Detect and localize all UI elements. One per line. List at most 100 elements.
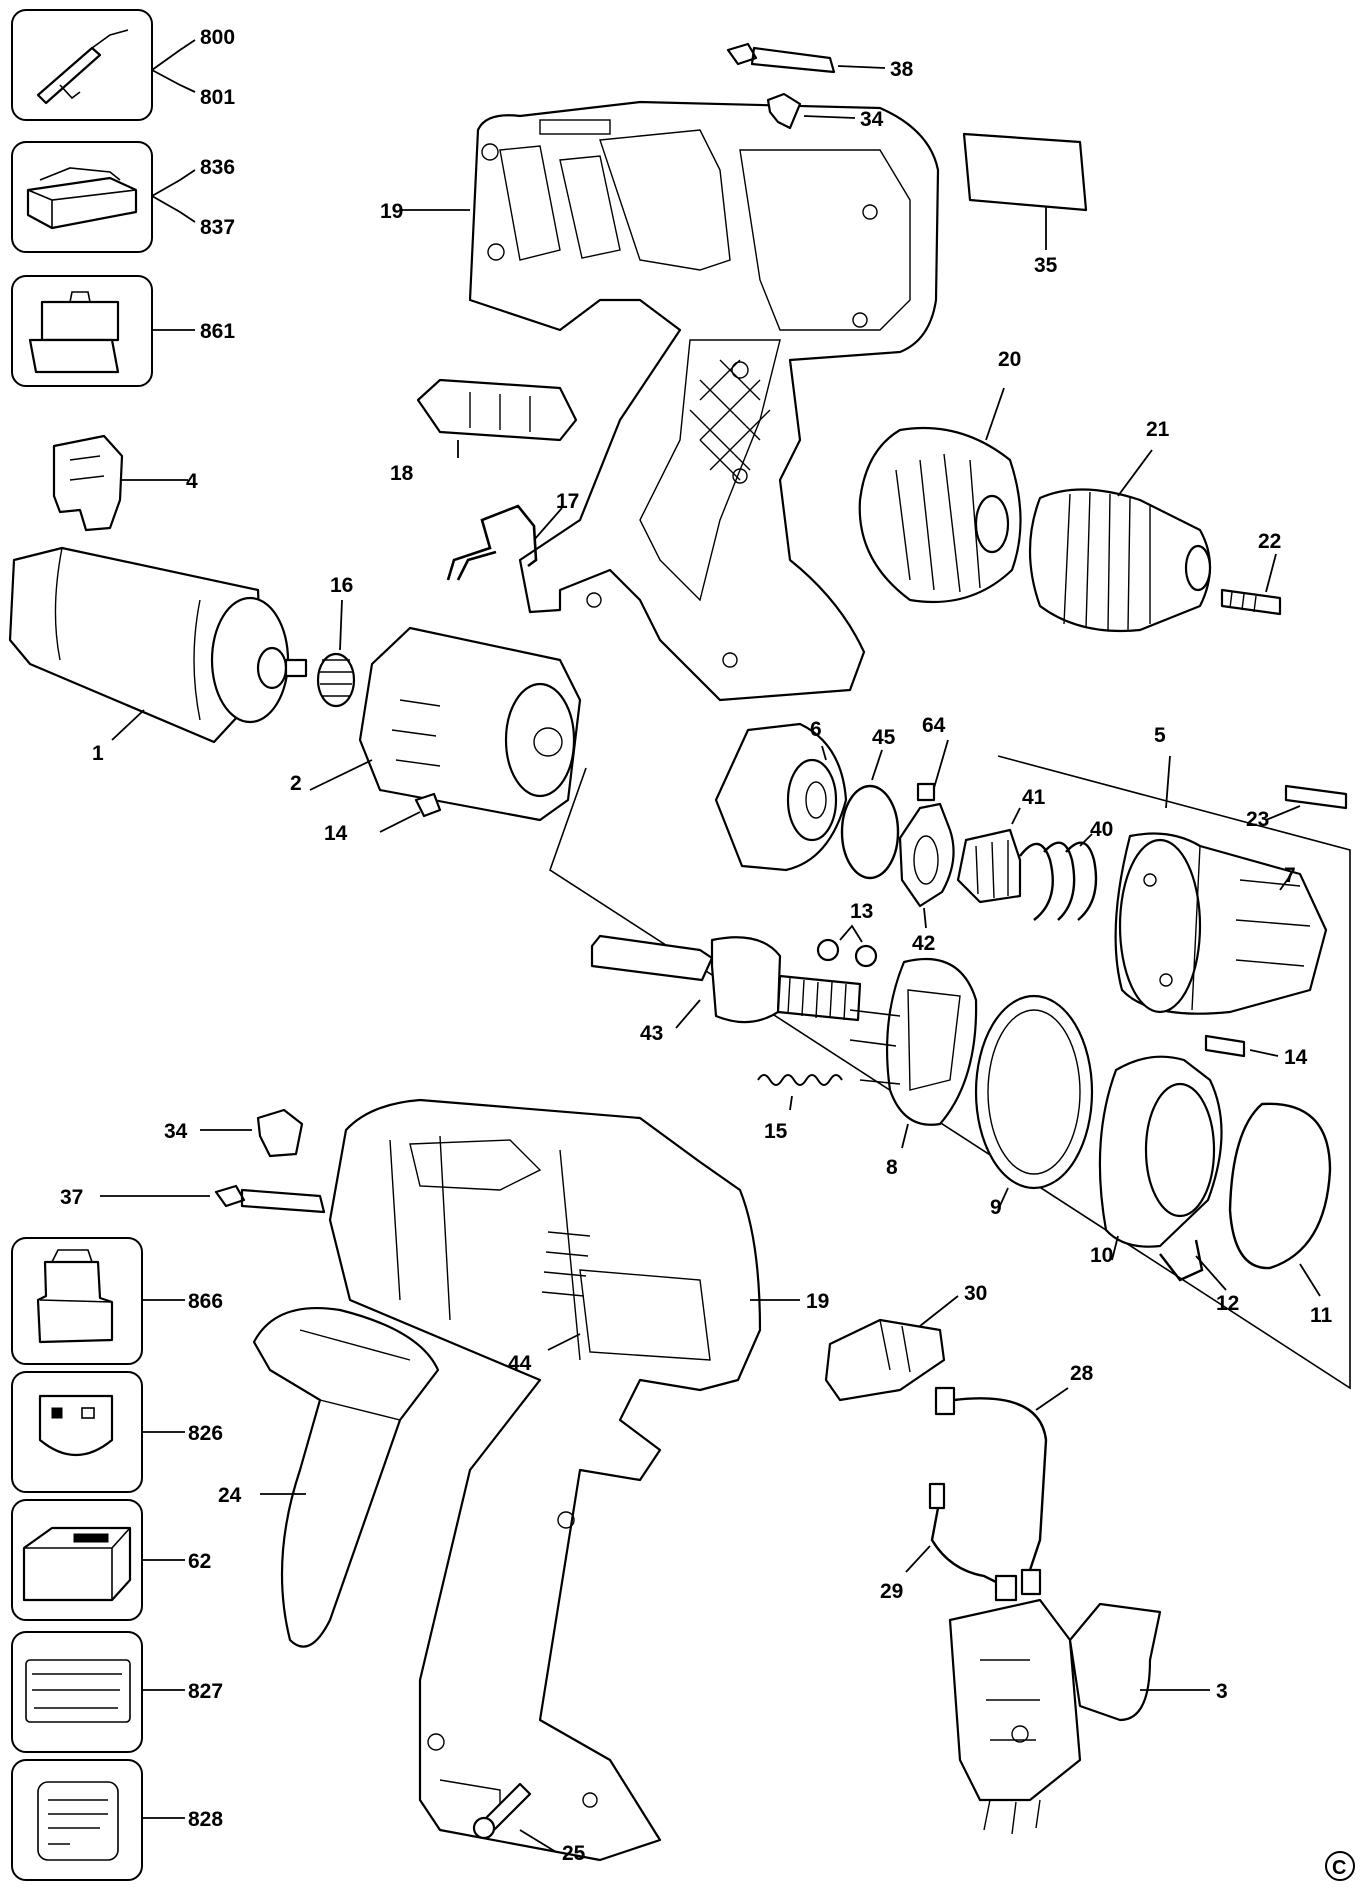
part-64-block[interactable]: 64 [916,714,949,802]
wire-terminal-icon [934,1386,956,1416]
part-35-label[interactable]: 35 [962,132,1088,277]
label-5: 5 [1154,724,1166,747]
part-5-gearbox-assembly[interactable]: 5 [1154,724,1171,809]
part-20-collar[interactable]: 20 [858,348,1022,604]
part-30-switch-actuator[interactable]: 30 [824,1282,987,1402]
accessory-836-837[interactable]: 836 837 [11,141,235,253]
accessory-800-801[interactable]: 800 801 [11,9,235,121]
label-6: 6 [810,718,822,741]
label-44: 44 [508,1352,532,1375]
screwdriver-bit-icon [726,42,836,74]
grease-gun-icon [36,46,102,105]
accessory-828[interactable]: 828 [11,1759,223,1881]
spindle-icon [590,934,714,982]
accessory-box-827 [11,1631,143,1753]
part-37-bit[interactable]: 37 [60,1184,326,1214]
label-22: 22 [1258,530,1281,553]
label-12: 12 [1216,1292,1239,1315]
part-17-spring-clip[interactable]: 17 [446,490,579,581]
part-4-brush-holder[interactable]: 4 [52,434,198,532]
part-34-clip-top[interactable]: 34 [766,92,884,131]
label-827: 827 [188,1680,223,1703]
copyright-mark: C [1325,1851,1355,1881]
part-10-ring-housing[interactable]: 10 [1090,1055,1223,1267]
part-7-gear-case[interactable]: 7 [1114,832,1328,1015]
part-25-screw[interactable]: 25 [472,1782,586,1865]
part-34-clip-lower[interactable]: 34 [164,1108,304,1158]
part-22-chuck-screw[interactable]: 22 [1220,530,1281,616]
accessory-826[interactable]: 826 [11,1371,223,1493]
part-28-wire[interactable]: 28 [934,1362,1094,1596]
accessory-62[interactable]: 62 [11,1499,211,1621]
part-9-ring-gear[interactable]: 9 [974,994,1094,1219]
planet-carrier-icon [886,957,978,1126]
circlip-icon [840,784,900,880]
part-8-carrier[interactable]: 8 [849,957,978,1179]
label-15: 15 [764,1120,788,1143]
part-21-chuck[interactable]: 21 [1028,418,1212,633]
label-837: 837 [200,216,235,239]
label-40: 40 [1090,818,1113,841]
screw-14-right-icon [1204,1034,1246,1058]
label-64: 64 [922,714,946,737]
part-12-wire-clip[interactable]: 12 [1159,1239,1239,1315]
label-14-right: 14 [1284,1046,1308,1069]
gear-selector-icon [416,378,578,442]
switch-actuator-icon [824,1318,946,1402]
part-40-spring[interactable]: 40 [1019,818,1113,921]
label-24: 24 [218,1484,242,1507]
part-16-pinion[interactable]: 16 [316,574,356,708]
part-14-screw-left[interactable]: 14 [324,792,442,845]
part-45-circlip[interactable]: 45 [840,726,900,880]
copyright-symbol: C [1332,1857,1346,1879]
part-3-trigger-switch[interactable]: 3 [948,1598,1228,1835]
label-43: 43 [640,1022,663,1045]
label-3: 3 [1216,1680,1228,1703]
part-18-selector[interactable]: 18 [390,378,578,485]
part-42-clutch-plate[interactable]: 42 [898,802,955,955]
label-37: 37 [60,1186,83,1209]
label-828: 828 [188,1808,223,1831]
cube-block-icon [916,782,936,802]
part-15-spring[interactable]: 15 [757,1074,843,1143]
label-826: 826 [188,1422,223,1445]
screw-23-icon [1284,784,1348,810]
nameplate-icon [962,132,1088,212]
label-21: 21 [1146,418,1170,441]
label-16: 16 [330,574,353,597]
keyless-chuck-icon [1028,488,1212,633]
label-17: 17 [556,490,579,513]
charger-label-icon [25,1659,131,1723]
collar-icon [858,426,1022,604]
accessory-861[interactable]: 861 [11,275,235,387]
part-1-motor[interactable]: 1 [8,546,308,765]
label-45: 45 [872,726,896,749]
part-11-o-ring[interactable]: 11 [1228,1102,1333,1327]
part-24-handle-cover[interactable]: 24 [218,1306,440,1648]
part-43-spindle[interactable]: 43 [590,934,862,1045]
label-34-lower: 34 [164,1120,188,1143]
part-23-screw[interactable]: 23 [1246,784,1348,831]
label-9: 9 [990,1196,1002,1219]
part-44-label-point[interactable]: 44 [508,1333,581,1375]
part-41-gear[interactable]: 41 [956,786,1046,904]
part-14-screw-right[interactable]: 14 [1204,1034,1308,1069]
brush-holder-icon [52,434,124,532]
label-28: 28 [1070,1362,1094,1385]
label-18: 18 [390,462,414,485]
grip-cover-icon [252,1306,440,1648]
label-1: 1 [92,742,104,765]
housing-half-lower[interactable]: 19 [328,1098,829,1862]
gearbox-assembly-outline [549,755,1351,1390]
part-29-wire[interactable]: 29 [880,1482,1018,1603]
label-19-lower: 19 [806,1290,829,1313]
part-13-balls[interactable]: 13 [816,900,878,968]
label-11: 11 [1310,1304,1333,1327]
accessory-866[interactable]: 866 [11,1237,223,1365]
part-38-bit[interactable]: 38 [726,42,914,81]
accessory-827[interactable]: 827 [11,1631,223,1753]
label-13: 13 [850,900,873,923]
part-2-gear-housing[interactable]: 2 [290,626,582,822]
part-6-ring-gear[interactable]: 6 [714,718,848,872]
